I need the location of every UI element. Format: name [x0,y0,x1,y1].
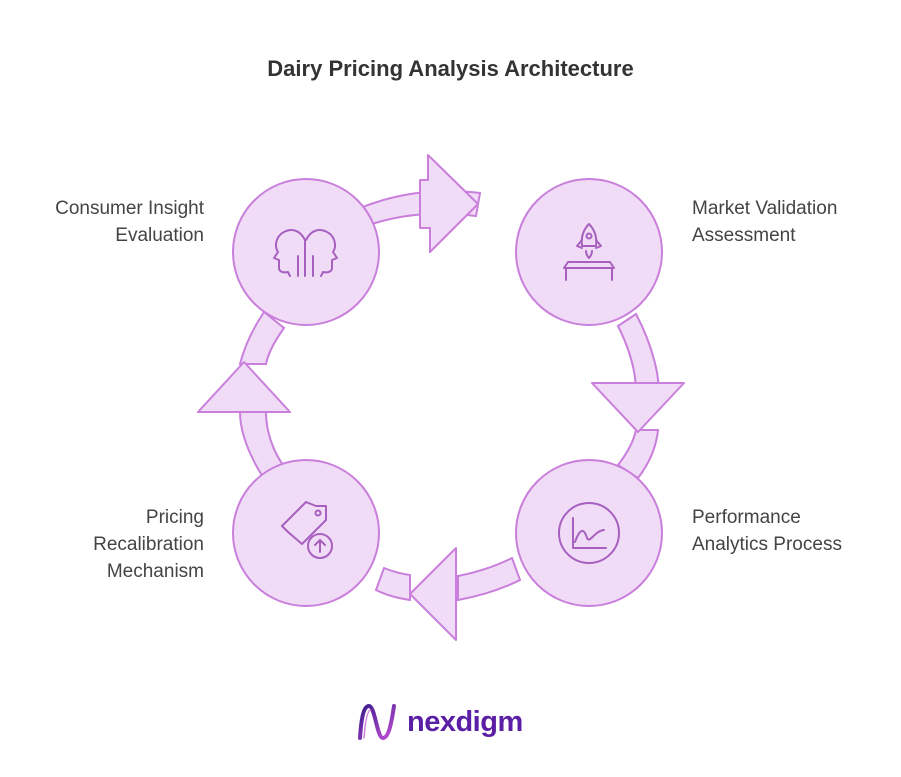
heads-icon [273,229,338,277]
brand-logo: nexdigm [355,700,523,744]
arrow-head-left [197,361,291,413]
label-line: Evaluation [115,225,204,246]
ring-segment-right [616,312,660,393]
diagram-title: Dairy Pricing Analysis Architecture [267,56,634,81]
node-pricing-circle [232,459,380,607]
label-line: Consumer Insight [55,198,204,219]
ring-segment-left-upper [238,310,286,365]
label-line: Market Validation [692,198,838,219]
price-tag-icon [281,501,333,559]
label-market-validation: Market Validation Assessment [692,195,837,249]
arrow-head-bottom [409,547,457,641]
node-performance-circle [515,459,663,607]
chart-icon [558,502,620,564]
ring-segment-bottom [457,556,522,602]
label-line: Analytics Process [692,534,842,555]
label-line: Assessment [692,225,796,246]
rocket-icon [563,223,615,281]
arrow-head-right [591,382,685,433]
label-consumer-insight: Consumer Insight Evaluation [55,195,204,249]
node-market-circle [515,178,663,326]
ring-segment-bottom-left [374,566,411,602]
label-performance-analytics: Performance Analytics Process [692,504,842,558]
label-line: Performance [692,507,801,528]
nexdigm-logo-icon [358,703,396,741]
label-line: Pricing [145,507,204,528]
label-line: Recalibration [93,534,204,555]
arrow-head-top [419,154,479,253]
label-line: Mechanism [106,561,204,582]
brand-name: nexdigm [407,705,523,738]
label-pricing-recalibration: Pricing Recalibration Mechanism [93,504,204,585]
